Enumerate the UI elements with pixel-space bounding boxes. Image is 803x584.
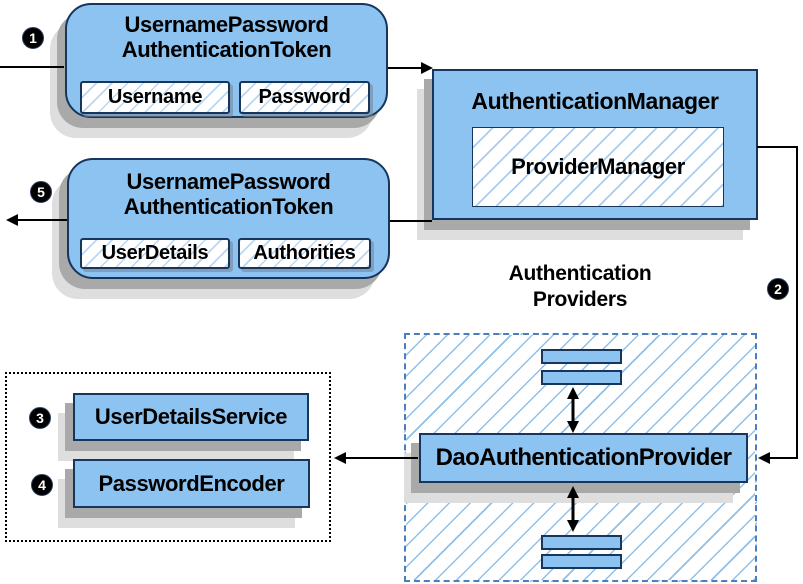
flow-arrow-manager-to-dao — [757, 146, 798, 464]
response-token-title: UsernamePassword AuthenticationToken — [123, 169, 334, 219]
step-2-badge: 2 — [767, 278, 789, 300]
password-field: Password — [239, 81, 370, 114]
step-3-badge: 3 — [29, 407, 51, 429]
step-1-badge: 1 — [22, 27, 44, 49]
provider-stack-bottom-bar-1 — [541, 535, 622, 550]
step-5-badge: 5 — [30, 181, 52, 203]
password-encoder-box: PasswordEncoder — [73, 459, 310, 508]
request-token-box: UsernamePassword AuthenticationToken Use… — [65, 3, 388, 118]
flow-arrow-token-to-manager — [388, 62, 433, 74]
request-token-title: UsernamePassword AuthenticationToken — [121, 12, 332, 62]
userdetails-field: UserDetails — [80, 238, 230, 269]
username-field: Username — [80, 81, 230, 114]
provider-stack-top-bar-1 — [541, 349, 622, 364]
dao-authentication-provider-box: DaoAuthenticationProvider — [419, 433, 748, 483]
authentication-providers-label: Authentication Providers — [508, 262, 652, 311]
authentication-manager-box: AuthenticationManager ProviderManager — [432, 69, 758, 220]
provider-manager-box: ProviderManager — [472, 127, 724, 207]
response-token-box: UsernamePassword AuthenticationToken Use… — [67, 158, 390, 279]
provider-stack-bottom-bar-2 — [541, 554, 622, 569]
provider-stack-top-bar-2 — [541, 370, 622, 385]
authorities-field: Authorities — [238, 238, 371, 269]
user-details-service-box: UserDetailsService — [73, 393, 309, 441]
step-4-badge: 4 — [31, 474, 53, 496]
flow-arrow-response-out — [6, 214, 67, 226]
authentication-manager-title: AuthenticationManager — [471, 88, 719, 114]
